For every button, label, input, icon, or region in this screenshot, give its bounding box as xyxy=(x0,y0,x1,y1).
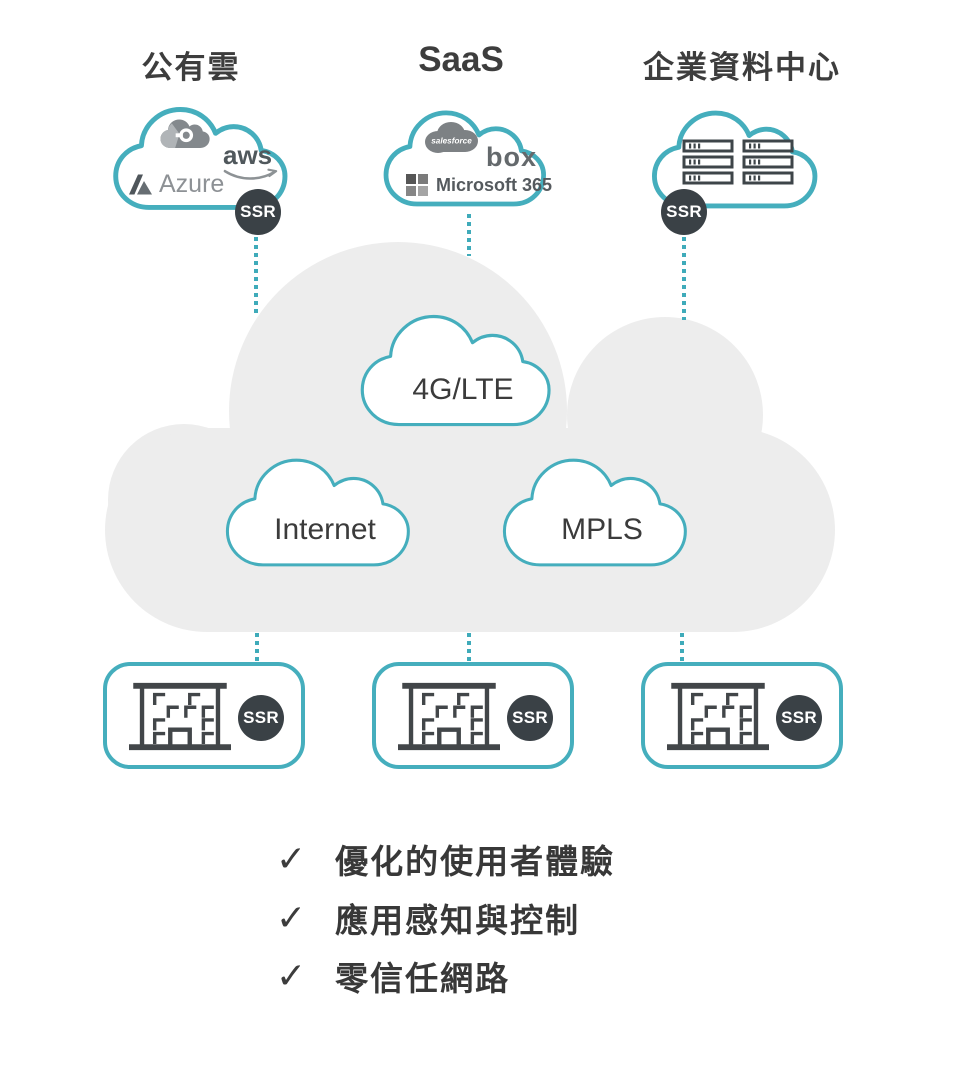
salesforce-logo-text: salesforce xyxy=(431,137,472,146)
checklist-item-label: 優化的使用者體驗 xyxy=(335,843,616,880)
branch-3-ssr-badge: SSR xyxy=(776,695,822,741)
check-icon: ✓ xyxy=(276,955,307,996)
dotted-connector-branch-3 xyxy=(680,633,684,661)
azure-icon xyxy=(129,174,152,195)
wan-cloud-4g-lte xyxy=(360,314,551,427)
datacenter-ssr-badge: SSR xyxy=(661,189,707,235)
azure-logo-text: Azure xyxy=(159,170,225,198)
wan-cloud-internet xyxy=(225,458,410,567)
building-icon xyxy=(667,682,769,751)
checklist-item: ✓ 零信任網路 xyxy=(276,955,510,997)
branch-1-ssr-badge: SSR xyxy=(238,695,284,741)
dotted-connector-saas xyxy=(467,214,471,256)
checklist-item: ✓ 應用感知與控制 xyxy=(276,897,580,939)
branch-2-ssr-badge: SSR xyxy=(507,695,553,741)
dotted-connector-branch-1 xyxy=(255,633,259,661)
public-cloud-ssr-badge: SSR xyxy=(235,189,281,235)
datacenter-title: 企業資料中心 xyxy=(643,50,841,85)
saas-title: SaaS xyxy=(418,40,504,79)
aws-smile-arrow-icon xyxy=(223,168,278,180)
building-icon xyxy=(398,682,500,751)
salesforce-logo-icon: salesforce xyxy=(425,122,478,153)
branch-site-1: SSR xyxy=(103,662,305,769)
building-icon xyxy=(129,682,231,751)
checklist-item-label: 零信任網路 xyxy=(335,960,511,997)
microsoft-logo-icon xyxy=(406,174,428,196)
checklist-item: ✓ 優化的使用者體驗 xyxy=(276,838,615,880)
microsoft-365-logo-text: Microsoft 365 xyxy=(436,174,553,195)
aws-logo: aws xyxy=(223,140,283,182)
wan-label-internet: Internet xyxy=(274,513,376,546)
wan-label-mpls: MPLS xyxy=(561,513,643,546)
wan-label-4g-lte: 4G/LTE xyxy=(412,373,514,406)
wan-cloud-mpls xyxy=(502,458,687,567)
server-rack-icon xyxy=(682,139,794,185)
public-cloud-title: 公有雲 xyxy=(141,50,241,85)
dotted-connector-datacenter xyxy=(682,237,686,320)
check-icon: ✓ xyxy=(276,838,307,879)
branch-site-2: SSR xyxy=(372,662,574,769)
google-cloud-icon xyxy=(160,119,210,148)
checklist-item-label: 應用感知與控制 xyxy=(335,902,581,939)
check-icon: ✓ xyxy=(276,897,307,938)
aws-logo-text: aws xyxy=(223,140,273,170)
public-cloud-outline-icon xyxy=(113,107,288,210)
box-logo-text: box xyxy=(486,142,538,172)
dotted-connector-public-cloud xyxy=(254,237,258,315)
azure-logo: Azure xyxy=(128,170,224,199)
microsoft-365-logo: Microsoft 365 xyxy=(406,174,552,196)
dotted-connector-branch-2 xyxy=(467,633,471,661)
branch-site-3: SSR xyxy=(641,662,843,769)
